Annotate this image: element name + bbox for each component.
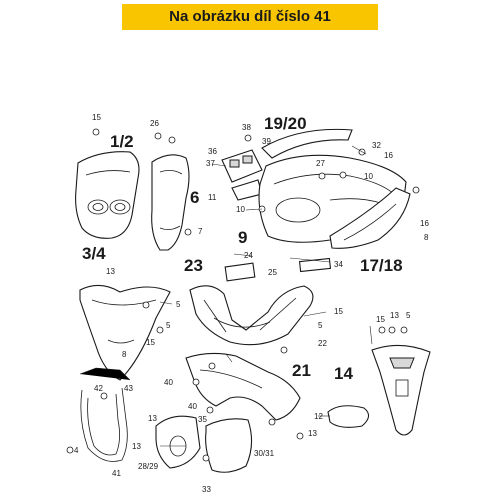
small-label: 24 — [244, 251, 253, 260]
big-label: 9 — [238, 228, 247, 247]
lower-side-panels-part — [155, 415, 253, 473]
small-label: 42 — [94, 384, 103, 393]
big-labels: 1/2 6 19/20 9 17/18 3/4 23 21 14 — [82, 114, 403, 383]
floor-mat-part — [224, 262, 256, 282]
small-label: 35 — [198, 415, 207, 424]
small-label: 10 — [236, 205, 245, 214]
front-shield-part — [75, 151, 140, 239]
small-label: 5 — [166, 321, 171, 330]
small-label: 15 — [376, 315, 385, 324]
big-label: 14 — [334, 364, 353, 383]
small-label: 40 — [188, 402, 197, 411]
small-label: 25 — [268, 268, 277, 277]
small-label: 26 — [150, 119, 159, 128]
leader-lines — [159, 145, 373, 447]
small-label: 22 — [318, 339, 327, 348]
instrument-cluster-part — [221, 149, 263, 201]
small-label: 10 — [364, 172, 373, 181]
small-label: 13 — [390, 311, 399, 320]
floor-board-part — [189, 285, 314, 346]
big-label: 21 — [292, 361, 311, 380]
small-label: 16 — [384, 151, 393, 160]
small-label: 28/29 — [138, 462, 159, 471]
small-label: 13 — [132, 442, 141, 451]
small-label: 15 — [334, 307, 343, 316]
fastener-screws — [66, 128, 420, 462]
front-fender-part — [79, 284, 171, 381]
small-label: 36 — [208, 147, 217, 156]
crash-bar-part-41 — [79, 367, 131, 462]
small-label: 40 — [164, 378, 173, 387]
small-label: 5 — [176, 300, 181, 309]
small-label: 16 — [420, 219, 429, 228]
title-banner: Na obrázku díl číslo 41 — [122, 4, 378, 30]
small-label: 43 — [124, 384, 133, 393]
small-label: 15 — [92, 113, 101, 122]
big-label: 6 — [190, 188, 199, 207]
small-label: 30/31 — [254, 449, 275, 458]
small-label: 13 — [148, 414, 157, 423]
rear-cover-part — [371, 344, 431, 436]
small-label: 7 — [198, 227, 203, 236]
small-label: 12 — [314, 412, 323, 421]
small-label: 5 — [318, 321, 323, 330]
big-label: 19/20 — [264, 114, 307, 133]
small-labels: 15 26 38 39 36 37 11 27 10 32 16 8 10 16… — [74, 113, 429, 494]
small-label: 38 — [242, 123, 251, 132]
small-label: 4 — [74, 446, 79, 455]
small-label: 33 — [202, 485, 211, 494]
small-label: 34 — [334, 260, 343, 269]
small-label: 41 — [112, 469, 121, 478]
upper-cover-part — [261, 128, 353, 159]
big-label: 1/2 — [110, 132, 134, 151]
small-label: 27 — [316, 159, 325, 168]
side-panel-part — [329, 187, 411, 249]
small-label: 13 — [106, 267, 115, 276]
small-label: 39 — [262, 137, 271, 146]
small-label: 37 — [206, 159, 215, 168]
small-label: 15 — [146, 338, 155, 347]
big-label: 3/4 — [82, 244, 106, 263]
big-label: 17/18 — [360, 256, 403, 275]
small-label: 8 — [122, 350, 127, 359]
under-cover-part — [185, 352, 301, 421]
leg-shield-part — [151, 154, 190, 251]
floor-strip-part — [298, 257, 332, 273]
small-label: 11 — [208, 193, 217, 202]
small-label: 32 — [372, 141, 381, 150]
small-label: 5 — [406, 311, 411, 320]
small-label: 13 — [308, 429, 317, 438]
plate-bracket-part — [327, 405, 370, 428]
small-label: 8 — [424, 233, 429, 242]
big-label: 23 — [184, 256, 203, 275]
